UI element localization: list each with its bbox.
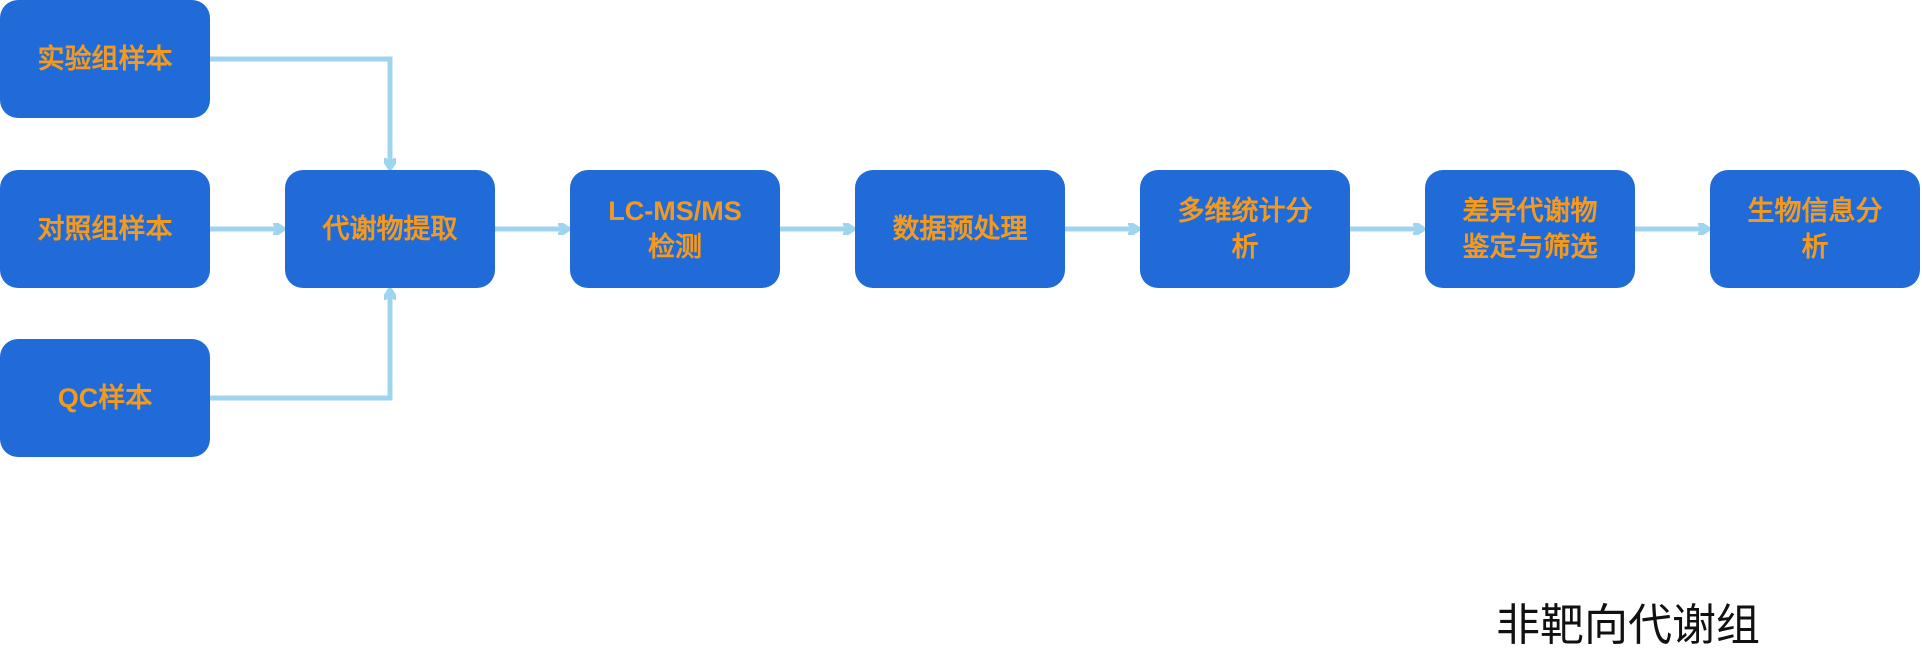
node-label: 对照组样本 xyxy=(37,214,173,244)
node-label: 生物信息分析 xyxy=(1747,196,1883,262)
node-experimental-sample: 实验组样本 xyxy=(0,0,210,118)
node-lcms-detection: LC-MS/MS检测 xyxy=(570,170,780,288)
node-metabolite-extraction: 代谢物提取 xyxy=(285,170,495,288)
node-control-sample: 对照组样本 xyxy=(0,170,210,288)
node-label: 数据预处理 xyxy=(892,214,1028,244)
node-label: 差异代谢物鉴定与筛选 xyxy=(1462,196,1598,262)
node-data-preprocessing: 数据预处理 xyxy=(855,170,1065,288)
connector-arrow-experimental-to-extraction xyxy=(210,56,390,168)
node-differential-metabolites: 差异代谢物鉴定与筛选 xyxy=(1425,170,1635,288)
node-bioinformatics-analysis: 生物信息分析 xyxy=(1710,170,1920,288)
node-label: 实验组样本 xyxy=(37,44,173,74)
node-multivariate-statistics: 多维统计分析 xyxy=(1140,170,1350,288)
node-label: LC-MS/MS检测 xyxy=(608,196,742,262)
connector-arrow-qc-to-extraction xyxy=(210,290,390,401)
node-label: 代谢物提取 xyxy=(322,214,458,244)
node-qc-sample: QC样本 xyxy=(0,339,210,457)
node-label: QC样本 xyxy=(57,383,153,413)
node-label: 多维统计分析 xyxy=(1177,196,1313,262)
diagram-caption: 非靶向代谢组 xyxy=(1496,600,1760,651)
